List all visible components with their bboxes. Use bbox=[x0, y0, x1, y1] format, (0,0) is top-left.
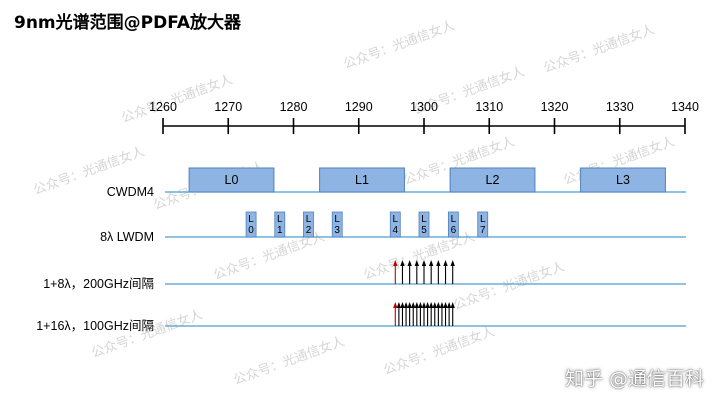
wavelength-arrowhead bbox=[400, 260, 405, 266]
wavelength-arrowhead bbox=[393, 260, 398, 266]
wavelength-arrowhead bbox=[446, 302, 452, 308]
wavelength-arrowhead bbox=[393, 302, 398, 308]
row-label: CWDM4 bbox=[107, 185, 154, 199]
wavelength-arrowhead bbox=[450, 302, 455, 308]
band-box bbox=[449, 167, 536, 193]
wavelength-arrowhead bbox=[407, 302, 412, 308]
wavelength-arrowhead bbox=[418, 302, 423, 308]
wavelength-arrowhead bbox=[428, 302, 434, 308]
lane-box bbox=[389, 211, 401, 238]
lane-box bbox=[331, 211, 343, 238]
wavelength-arrowhead bbox=[432, 302, 437, 308]
wavelength-arrowhead bbox=[407, 260, 412, 266]
wavelength-arrowhead bbox=[425, 302, 430, 308]
wavelength-arrowhead bbox=[403, 302, 409, 308]
lane-box bbox=[447, 211, 459, 238]
wavelength-arrowhead bbox=[396, 302, 402, 308]
row-label: 8λ LWDM bbox=[100, 230, 154, 244]
axis-tick-label: 1340 bbox=[671, 100, 699, 114]
lane-box bbox=[245, 211, 257, 238]
band-box bbox=[319, 167, 405, 193]
row-label: 1+8λ，200GHz间隔 bbox=[43, 277, 154, 291]
lane-box bbox=[477, 211, 489, 238]
axis-tick-label: 1320 bbox=[541, 100, 569, 114]
lane-box bbox=[274, 211, 286, 238]
wavelength-arrowhead bbox=[436, 260, 441, 266]
lane-box bbox=[303, 211, 314, 238]
wavelength-arrowhead bbox=[436, 302, 441, 308]
band-box bbox=[188, 167, 275, 193]
wavelength-arrowhead bbox=[414, 302, 420, 308]
wavelength-arrowhead bbox=[411, 302, 416, 308]
band-label: L0 bbox=[225, 173, 239, 187]
wavelength-arrowhead bbox=[414, 260, 420, 266]
wavelength-arrowhead bbox=[450, 260, 455, 266]
band-label: L1 bbox=[355, 173, 369, 187]
wavelength-arrowhead bbox=[439, 302, 445, 308]
band-box bbox=[580, 167, 666, 193]
wavelength-arrowhead bbox=[421, 260, 427, 266]
axis-tick-label: 1300 bbox=[410, 100, 438, 114]
axis-tick-label: 1290 bbox=[345, 100, 373, 114]
axis-tick-label: 1280 bbox=[280, 100, 308, 114]
axis-tick-label: 1270 bbox=[214, 100, 242, 114]
wavelength-arrowhead bbox=[443, 260, 448, 266]
axis-tick-label: 1260 bbox=[149, 100, 177, 114]
axis-tick-label: 1310 bbox=[475, 100, 503, 114]
lane-box bbox=[418, 211, 430, 238]
brand-watermark: 知乎 @通信百科 bbox=[564, 368, 704, 390]
wavelength-arrowhead bbox=[400, 302, 405, 308]
band-label: L3 bbox=[616, 173, 630, 187]
page-title: 9nm光谱范围@PDFA放大器 bbox=[14, 13, 242, 33]
wavelength-arrowhead bbox=[421, 302, 427, 308]
band-label: L2 bbox=[486, 173, 500, 187]
wavelength-arrowhead bbox=[428, 260, 434, 266]
wavelength-arrowhead bbox=[443, 302, 448, 308]
axis-tick-label: 1330 bbox=[606, 100, 634, 114]
row-label: 1+16λ，100GHz间隔 bbox=[36, 319, 154, 333]
